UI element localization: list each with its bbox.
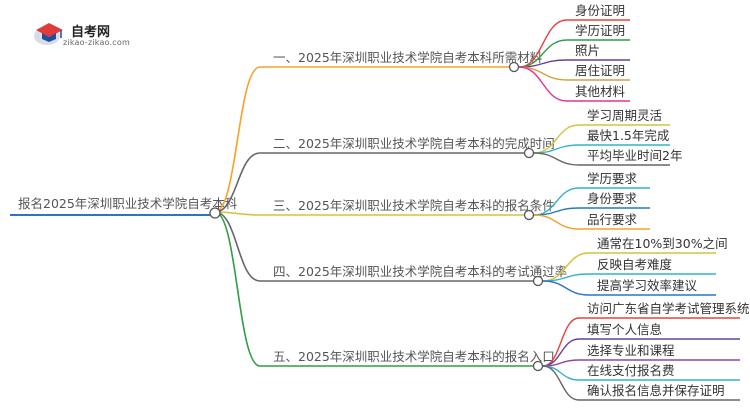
leaf-connector — [542, 365, 580, 401]
leaf-label: 学历证明 — [575, 23, 625, 38]
leaf-label: 身份证明 — [575, 3, 625, 18]
leaf-label: 品行要求 — [587, 212, 638, 227]
branch-node-circle — [532, 360, 544, 372]
logo-url: zikao-zikao.com — [63, 38, 130, 47]
branch-node-circle — [523, 147, 535, 159]
branch-node-circle — [532, 275, 544, 287]
leaf-label: 填写个人信息 — [587, 322, 662, 337]
leaf-label: 确认报名信息并保存证明 — [587, 383, 725, 398]
branch-node-circle — [523, 209, 535, 221]
leaf-label: 身份要求 — [587, 191, 638, 206]
branch-connector — [214, 211, 261, 367]
logo-title: 自考网 — [71, 25, 111, 40]
leaf-label: 照片 — [575, 43, 600, 58]
leaf-label: 最快1.5年完成 — [587, 128, 669, 143]
leaf-label: 居住证明 — [575, 63, 625, 78]
leaf-label: 反映自考难度 — [597, 257, 673, 272]
leaf-label: 其他材料 — [575, 84, 626, 99]
leaf-connector — [518, 66, 568, 81]
leaf-label: 选择专业和课程 — [587, 343, 675, 358]
root-label: 报名2025年深圳职业技术学院自考本科 — [18, 196, 238, 211]
leaf-label: 在线支付报名费 — [587, 363, 675, 378]
branch-connector — [214, 152, 261, 213]
root-node-circle — [209, 207, 221, 219]
leaf-connector — [542, 280, 590, 296]
leaf-label: 访问广东省自学考试管理系统 — [587, 301, 750, 316]
branch-label: 二、2025年深圳职业技术学院自考本科的完成时间 — [273, 136, 555, 151]
branch-connector — [214, 211, 261, 282]
logo: 自考网 zikao-zikao.com — [33, 18, 153, 52]
leaf-label: 提高学习效率建议 — [597, 278, 698, 293]
branch-label: 五、2025年深圳职业技术学院自考本科的报名入口 — [273, 349, 555, 364]
leaf-connector — [533, 152, 580, 166]
branch-label: 四、2025年深圳职业技术学院自考本科的考试通过率 — [273, 264, 567, 279]
leaf-connector — [518, 66, 568, 102]
leaf-label: 学历要求 — [587, 171, 638, 186]
leaf-label: 学习周期灵活 — [587, 108, 662, 123]
leaf-connector — [533, 214, 580, 230]
branch-label: 一、2025年深圳职业技术学院自考本科所需材料 — [273, 50, 543, 65]
branch-connector — [214, 66, 261, 213]
graduation-cap-icon — [34, 23, 63, 45]
leaf-label: 平均毕业时间2年 — [587, 148, 682, 163]
leaf-label: 通常在10%到30%之间 — [597, 236, 728, 251]
leaf-connector — [542, 365, 580, 381]
branch-label: 三、2025年深圳职业技术学院自考本科的报名条件 — [273, 198, 555, 213]
branch-node-circle — [508, 61, 520, 73]
